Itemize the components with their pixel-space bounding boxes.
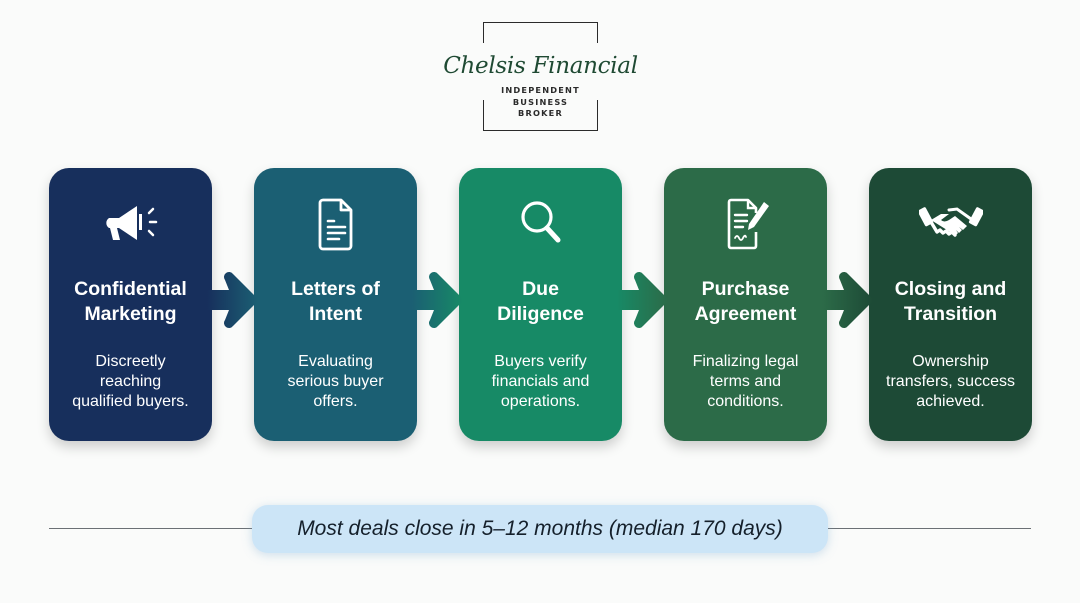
handshake-icon xyxy=(918,207,983,237)
signed-contract-icon xyxy=(727,198,769,250)
divider-left xyxy=(49,528,253,529)
tagline-line: BUSINESS xyxy=(512,96,569,107)
step-card-confidential-marketing: Confidential Marketing Discreetly reachi… xyxy=(49,168,212,441)
step-card-closing-and-transition: Closing and Transition Ownership transfe… xyxy=(869,168,1032,441)
timeline-note: Most deals close in 5–12 months (median … xyxy=(297,517,783,540)
tagline-line: BROKER xyxy=(518,108,563,118)
logo-frame-top xyxy=(483,22,598,43)
divider-right xyxy=(827,528,1031,529)
step-title: Closing and Transition xyxy=(894,278,1007,325)
step-title: Letters of Intent xyxy=(291,278,380,325)
logo-tagline: INDEPENDENT BUSINESS BROKER xyxy=(483,85,598,120)
step-title: Due Diligence xyxy=(497,278,584,325)
arrow-right-icon xyxy=(412,272,463,328)
logo: Chelsis Financial INDEPENDENT BUSINESS B… xyxy=(438,22,643,131)
step-title: Purchase Agreement xyxy=(694,278,797,325)
step-card-letters-of-intent: Letters of Intent Evaluating serious buy… xyxy=(254,168,417,441)
document-icon xyxy=(318,198,352,251)
magnifier-icon xyxy=(520,201,560,243)
step-card-due-diligence: Due Diligence Buyers verify financials a… xyxy=(459,168,622,441)
tagline-line: INDEPENDENT xyxy=(501,85,580,95)
timeline-note-banner: Most deals close in 5–12 months (median … xyxy=(252,505,828,553)
step-card-purchase-agreement: Purchase Agreement Finalizing legal term… xyxy=(664,168,827,441)
logo-brand-name: Chelsis Financial xyxy=(438,52,643,80)
step-description: Ownership transfers, success achieved. xyxy=(886,353,1015,410)
step-description: Discreetly reaching qualified buyers. xyxy=(72,353,189,410)
step-description: Finalizing legal terms and conditions. xyxy=(692,353,799,410)
arrow-right-icon xyxy=(207,272,258,328)
step-title: Confidential Marketing xyxy=(74,278,187,325)
arrow-right-icon xyxy=(822,272,873,328)
megaphone-icon xyxy=(105,206,157,240)
step-description: Evaluating serious buyer offers. xyxy=(287,353,384,410)
arrow-right-icon xyxy=(617,272,668,328)
step-description: Buyers verify financials and operations. xyxy=(491,353,590,410)
logo-frame-bottom xyxy=(483,100,598,131)
